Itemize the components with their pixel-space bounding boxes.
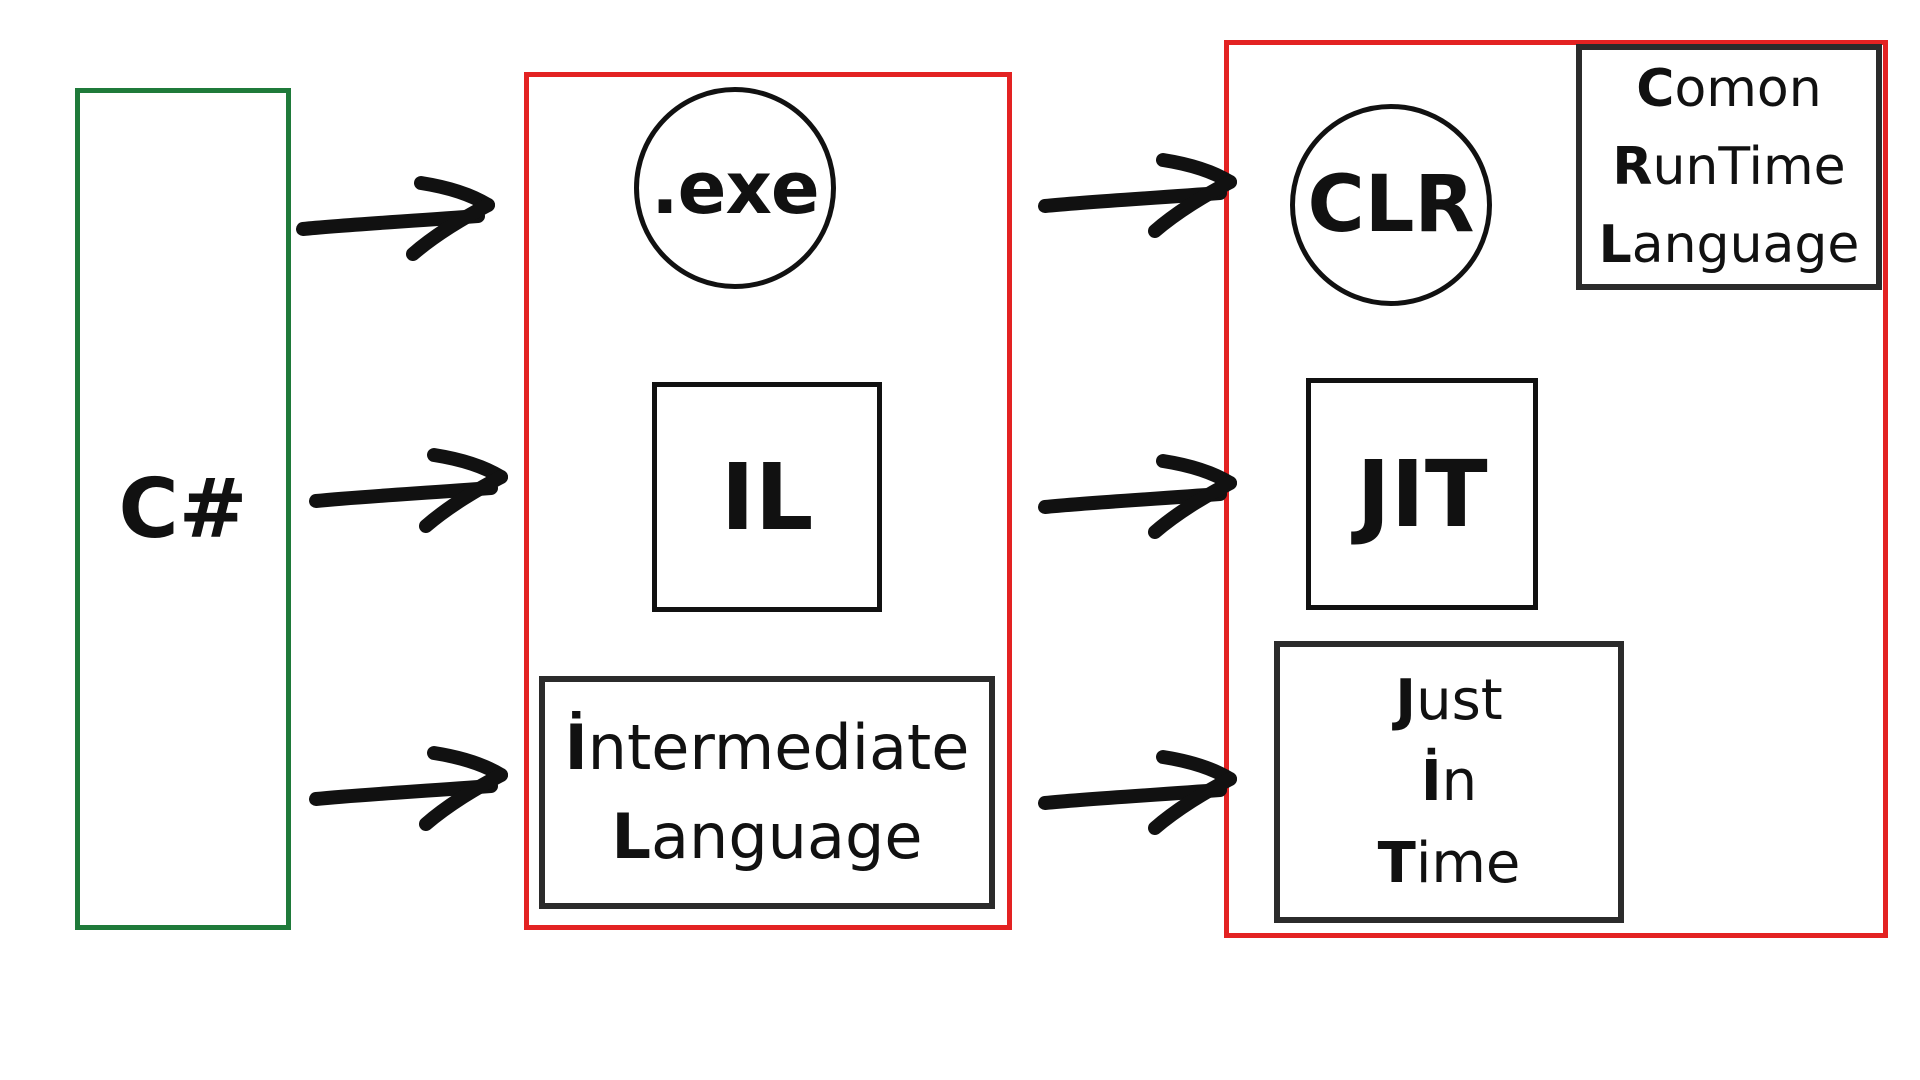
clr-initial-c: C xyxy=(1636,59,1675,119)
il-label: IL xyxy=(720,443,814,551)
arrow-il-jit-icon xyxy=(1045,461,1230,532)
arrow-csharp-il-icon xyxy=(316,455,501,526)
clr-full-line-3: Language xyxy=(1599,206,1860,284)
clr-initial-l: L xyxy=(1598,215,1632,275)
jit-full-line-1: Just xyxy=(1395,660,1502,741)
clr-initial-r: R xyxy=(1612,137,1653,197)
jit-full-line-2: İn xyxy=(1421,741,1477,822)
jit-rest-time: ime xyxy=(1415,830,1521,896)
clr-full-name-box: Comon RunTime Language xyxy=(1576,44,1882,290)
jit-box: JIT xyxy=(1306,378,1538,610)
clr-circle: CLR xyxy=(1290,104,1492,306)
il-rest-intermediate: ntermediate xyxy=(587,711,970,785)
clr-full-line-2: RunTime xyxy=(1612,128,1845,206)
jit-rest-in: n xyxy=(1441,749,1478,815)
compile-output-box xyxy=(524,72,1012,930)
arrow-il-name-jit-name-icon xyxy=(1045,757,1230,828)
exe-label: .exe xyxy=(651,146,819,230)
csharp-label: C# xyxy=(118,461,248,557)
il-initial-i: İ xyxy=(564,711,588,785)
clr-full-line-1: Comon xyxy=(1636,50,1821,128)
clr-rest-comon: omon xyxy=(1674,59,1822,119)
il-full-line-2: Language xyxy=(612,800,923,874)
il-full-name-box: İntermediate Language xyxy=(539,676,995,909)
il-full-line-1: İntermediate xyxy=(565,711,970,785)
jit-full-line-3: Time xyxy=(1378,823,1521,904)
arrow-exe-clr-icon xyxy=(1045,160,1230,231)
jit-label: JIT xyxy=(1356,440,1488,548)
arrow-csharp-exe-icon xyxy=(303,183,488,254)
clr-rest-language: anguage xyxy=(1631,215,1860,275)
il-initial-l: L xyxy=(611,799,652,873)
jit-full-name-box: Just İn Time xyxy=(1274,641,1624,923)
il-box: IL xyxy=(652,382,882,612)
jit-initial-i: İ xyxy=(1420,749,1442,815)
exe-circle: .exe xyxy=(634,87,836,289)
jit-rest-just: ust xyxy=(1416,668,1503,734)
csharp-box: C# xyxy=(75,88,291,930)
jit-initial-t: T xyxy=(1377,830,1416,896)
arrow-csharp-il-name-icon xyxy=(316,753,501,824)
il-rest-language: anguage xyxy=(651,799,923,873)
jit-initial-j: J xyxy=(1395,668,1417,734)
clr-label: CLR xyxy=(1307,160,1475,250)
clr-rest-runtime: unTime xyxy=(1652,137,1846,197)
